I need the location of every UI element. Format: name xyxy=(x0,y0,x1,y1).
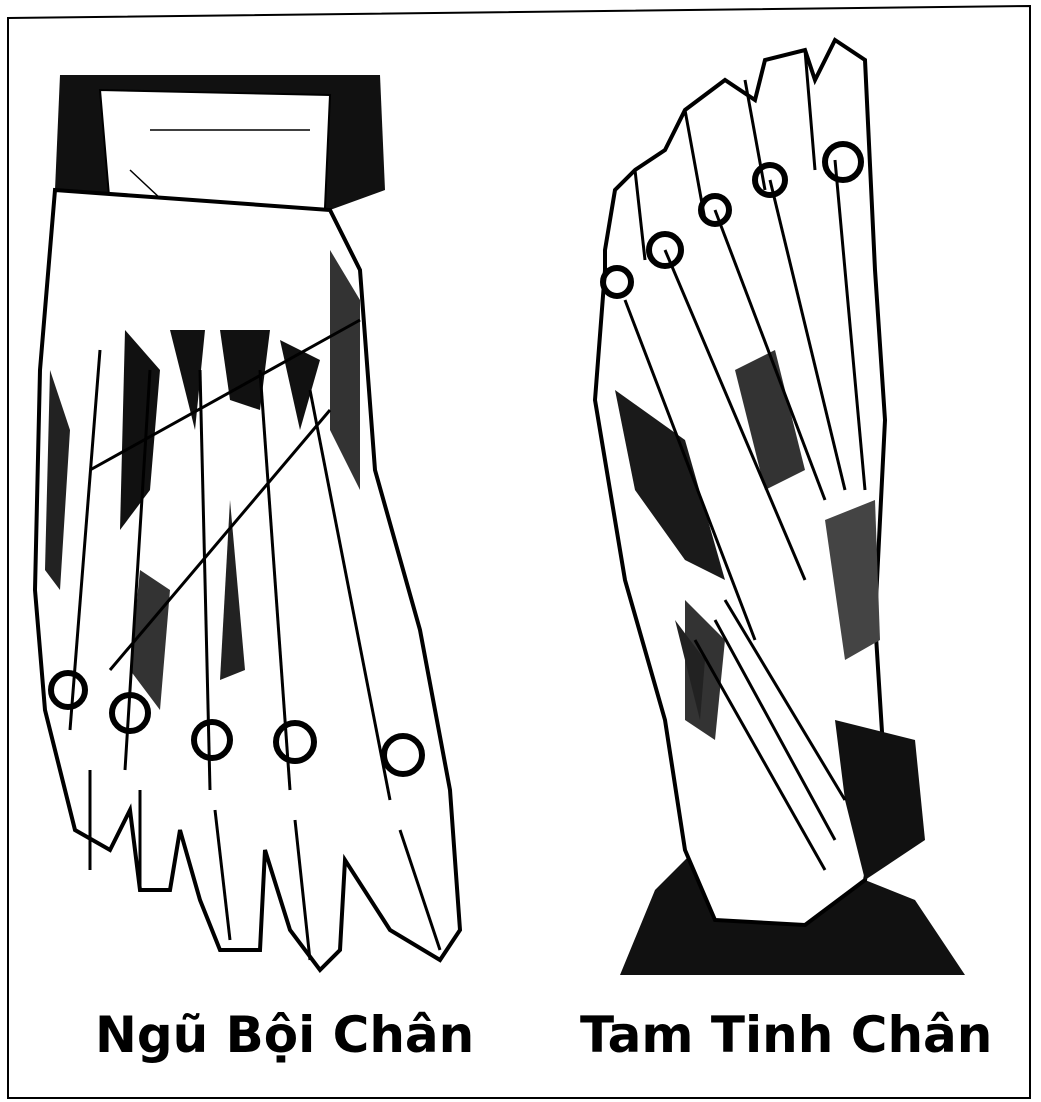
caption-right: Tam Tinh Chân xyxy=(580,1010,992,1060)
caption-left: Ngũ Bội Chân xyxy=(95,1010,474,1060)
foot-dorsal-illustration xyxy=(30,70,510,990)
foot-outline xyxy=(35,190,460,970)
foot-side-illustration xyxy=(575,20,1005,980)
